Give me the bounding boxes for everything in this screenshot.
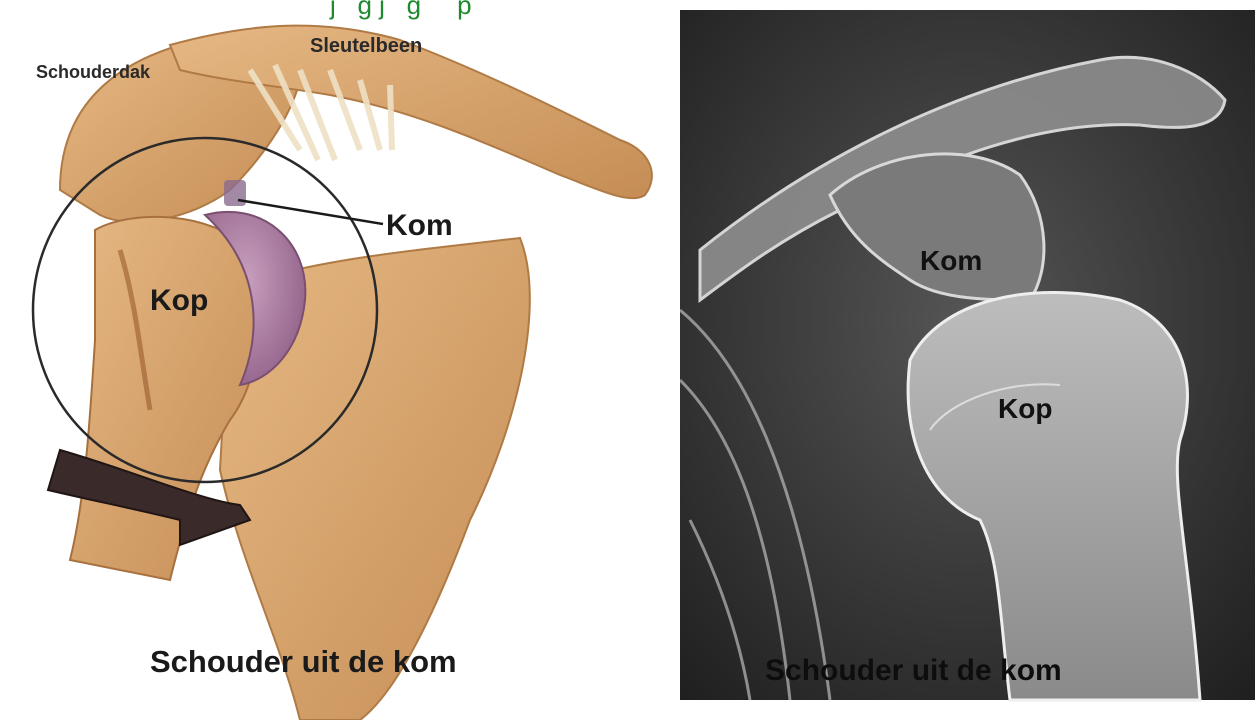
top-partial-caption: j g j g p [330,0,472,21]
anatomy-illustration: Sleutelbeen Schouderdak Kom Kop Schouder… [0,0,680,720]
anatomy-svg: Sleutelbeen Schouderdak Kom Kop Schouder… [0,0,680,720]
label-head: Kop [150,284,208,317]
label-socket: Kom [386,209,453,242]
label-collarbone: Sleutelbeen [310,35,422,57]
xray-caption: Schouder uit de kom [765,654,1062,687]
xray-label-socket: Kom [920,245,982,276]
xray-image: Kom Kop Schouder uit de kom [680,0,1255,720]
label-shoulder-roof: Schouderdak [36,62,151,82]
xray-label-head: Kop [998,393,1052,424]
xray-svg: Kom Kop Schouder uit de kom [680,0,1255,720]
left-caption: Schouder uit de kom [150,644,457,679]
glenoid-mark [224,180,246,206]
